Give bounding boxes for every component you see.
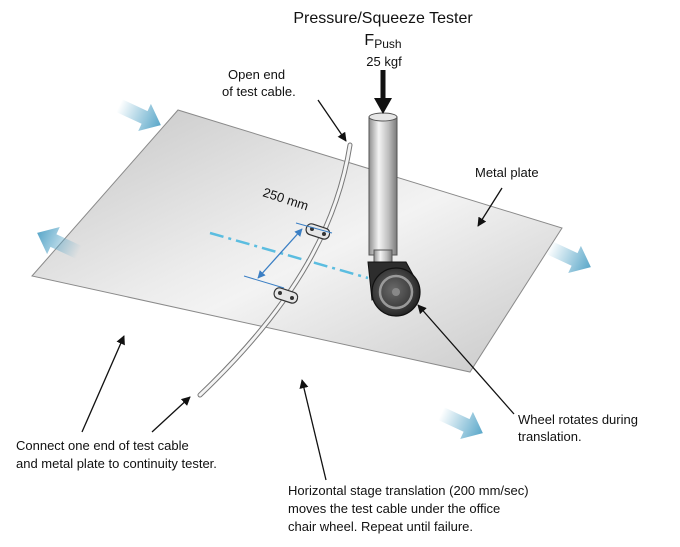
connect-label-line1: Connect one end of test cable (16, 438, 189, 453)
force-value: 25 kgf (366, 54, 402, 69)
cable-clip-icon (273, 287, 299, 304)
motion-arrow-bottom-right-icon (438, 407, 483, 440)
connect-cable-callout (151, 396, 191, 433)
metal-plate-callout (477, 187, 503, 227)
distance-dimension (243, 222, 333, 289)
metal-plate-label: Metal plate (475, 165, 539, 180)
connect-label-line2: and metal plate to continuity tester. (16, 456, 217, 471)
open-end-label-line2: of test cable. (222, 84, 296, 99)
wheel-label-line2: translation. (518, 429, 582, 444)
motion-arrow-top-left-icon (116, 99, 161, 132)
motion-arrow-right-icon (546, 241, 591, 274)
push-force-arrow-icon (374, 70, 392, 114)
translation-callout (299, 379, 327, 481)
metal-plate (31, 109, 563, 373)
wheel-callout (417, 304, 515, 415)
open-end-label-line1: Open end (228, 67, 285, 82)
caster-wheel-icon (367, 261, 421, 317)
diagram-title: Pressure/Squeeze Tester (293, 10, 473, 27)
translation-label-line1: Horizontal stage translation (200 mm/sec… (288, 483, 529, 498)
pressure-cylinder (368, 112, 398, 263)
motion-arrow-left-icon (37, 226, 82, 259)
translation-label-line2: moves the test cable under the office (288, 501, 500, 516)
wheel-label-line1: Wheel rotates during (518, 412, 638, 427)
open-end-callout (317, 99, 347, 142)
force-symbol: FPush (364, 32, 401, 51)
connect-plate-callout (81, 335, 125, 433)
translation-label-line3: chair wheel. Repeat until failure. (288, 519, 473, 534)
